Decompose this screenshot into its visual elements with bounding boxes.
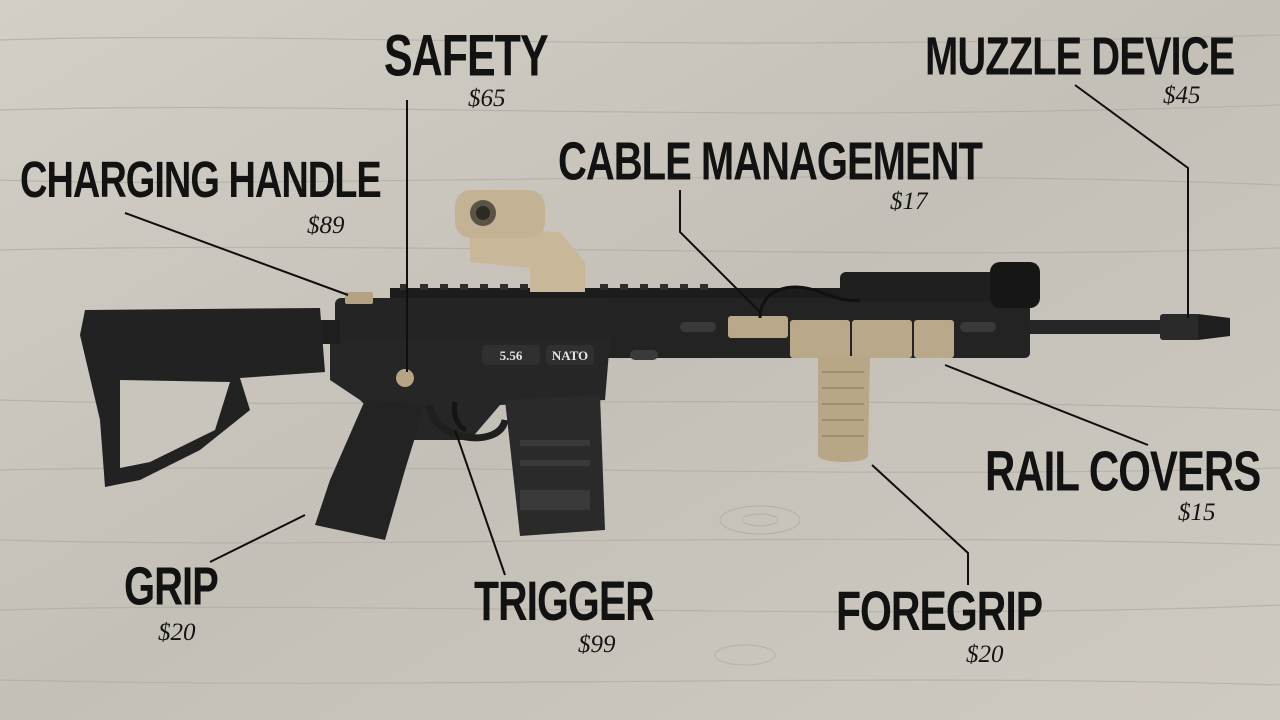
grip-label: GRIP xyxy=(124,557,219,617)
caliber-marking: 5.56 NATO xyxy=(482,345,594,365)
charging-handle-leader-line xyxy=(124,212,349,296)
rail-covers-callout: RAIL COVERS $15 xyxy=(985,442,1261,525)
trigger-guard xyxy=(426,404,509,442)
muzzle-device-price: $45 xyxy=(1163,82,1201,109)
charging-handle xyxy=(345,292,373,304)
cable-management-leader-line xyxy=(679,190,761,313)
rail-covers-label: RAIL COVERS xyxy=(985,438,1261,503)
trigger-leader-line xyxy=(454,429,506,576)
foregrip-callout: FOREGRIP $20 xyxy=(836,583,1043,667)
trigger-blade xyxy=(451,401,468,433)
cable-management-label: CABLE MANAGEMENT xyxy=(558,132,983,192)
safety-label: SAFETY xyxy=(384,23,549,89)
leader-lines xyxy=(124,84,1189,585)
grip-leader-line xyxy=(209,514,306,563)
muzzle-device xyxy=(1160,314,1230,340)
trigger-label: TRIGGER xyxy=(474,569,655,633)
muzzle-device-leader-line xyxy=(1074,84,1189,318)
muzzle-device-callout: MUZZLE DEVICE $45 xyxy=(925,30,1235,108)
rail-covers-leader-line xyxy=(944,364,1149,446)
safety-price: $65 xyxy=(468,85,506,112)
foregrip-label: FOREGRIP xyxy=(836,579,1043,643)
red-dot-optic xyxy=(455,190,585,292)
cable-management-price: $17 xyxy=(890,188,928,215)
weapon-light xyxy=(840,262,1040,308)
upper-receiver xyxy=(335,298,610,346)
pressure-switch-cable xyxy=(758,285,861,319)
nato-text: NATO xyxy=(552,348,588,363)
charging-handle-callout: CHARGING HANDLE $89 xyxy=(20,155,382,238)
trigger-callout: TRIGGER $99 xyxy=(474,573,655,657)
rail-covers-price: $15 xyxy=(1178,499,1216,526)
barrel xyxy=(1020,320,1170,334)
rail-covers xyxy=(728,316,954,358)
foregrip-price: $20 xyxy=(966,641,1004,668)
caliber-text: 5.56 xyxy=(500,348,523,363)
charging-handle-price: $89 xyxy=(307,212,345,239)
pistol-grip xyxy=(315,400,425,540)
foregrip-leader-line xyxy=(871,464,969,585)
grip-callout: GRIP $20 xyxy=(124,560,219,645)
top-rail xyxy=(390,288,1030,298)
cable-management-callout: CABLE MANAGEMENT $17 xyxy=(558,135,983,214)
safety-callout: SAFETY $65 xyxy=(384,27,549,111)
grip-price: $20 xyxy=(158,619,196,646)
rifle: 5.56 NATO xyxy=(80,190,1230,540)
muzzle-device-label: MUZZLE DEVICE xyxy=(925,27,1235,87)
safety-selector xyxy=(396,369,414,387)
charging-handle-label: CHARGING HANDLE xyxy=(20,152,382,209)
trigger-price: $99 xyxy=(578,631,616,658)
